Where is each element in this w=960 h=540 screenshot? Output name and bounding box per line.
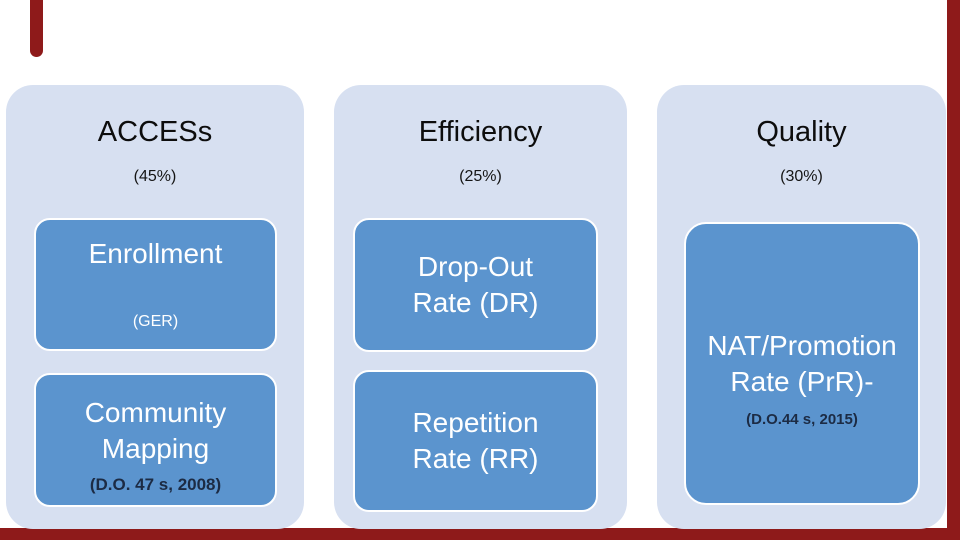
column-card-access: ACCESs (45%) Enrollment (GER) Community … [6,85,304,529]
column-weight-quality: (30%) [780,168,823,185]
box-enrollment: Enrollment (GER) [34,218,277,351]
column-card-quality: Quality (30%) NAT/Promotion Rate (PrR)- … [657,85,946,529]
frame-right-edge [947,0,960,540]
box-enrollment-title: Enrollment [88,238,223,269]
box-nat-promotion-rate-subtitle: (D.O.44 s, 2015) [746,410,858,428]
box-dropout-rate-title: Drop-Out Rate (DR) [412,251,539,318]
column-weight-access: (45%) [133,168,177,185]
box-nat-promotion-rate-title: NAT/Promotion Rate (PrR)- [707,329,897,397]
box-dropout-rate: Drop-Out Rate (DR) [353,218,598,352]
box-enrollment-subtitle: (GER) [132,313,179,330]
box-repetition-rate: Repetition Rate (RR) [353,370,598,512]
column-weight-efficiency: (25%) [459,168,502,185]
column-title-access: ACCESs [97,116,213,148]
box-repetition-rate-title: Repetition Rate (RR) [412,407,539,474]
frame-bottom-edge [0,528,960,540]
box-community-mapping-subtitle: (D.O. 47 s, 2008) [89,475,222,494]
column-title-efficiency: Efficiency [418,116,543,148]
box-community-mapping-title: Community Mapping [84,397,227,464]
box-nat-promotion-rate: NAT/Promotion Rate (PrR)- (D.O.44 s, 201… [684,222,920,505]
column-title-quality: Quality [756,116,847,148]
frame-top-left-bar [30,0,43,57]
column-card-efficiency: Efficiency (25%) Drop-Out Rate (DR) Repe… [334,85,627,529]
box-community-mapping: Community Mapping (D.O. 47 s, 2008) [34,373,277,507]
